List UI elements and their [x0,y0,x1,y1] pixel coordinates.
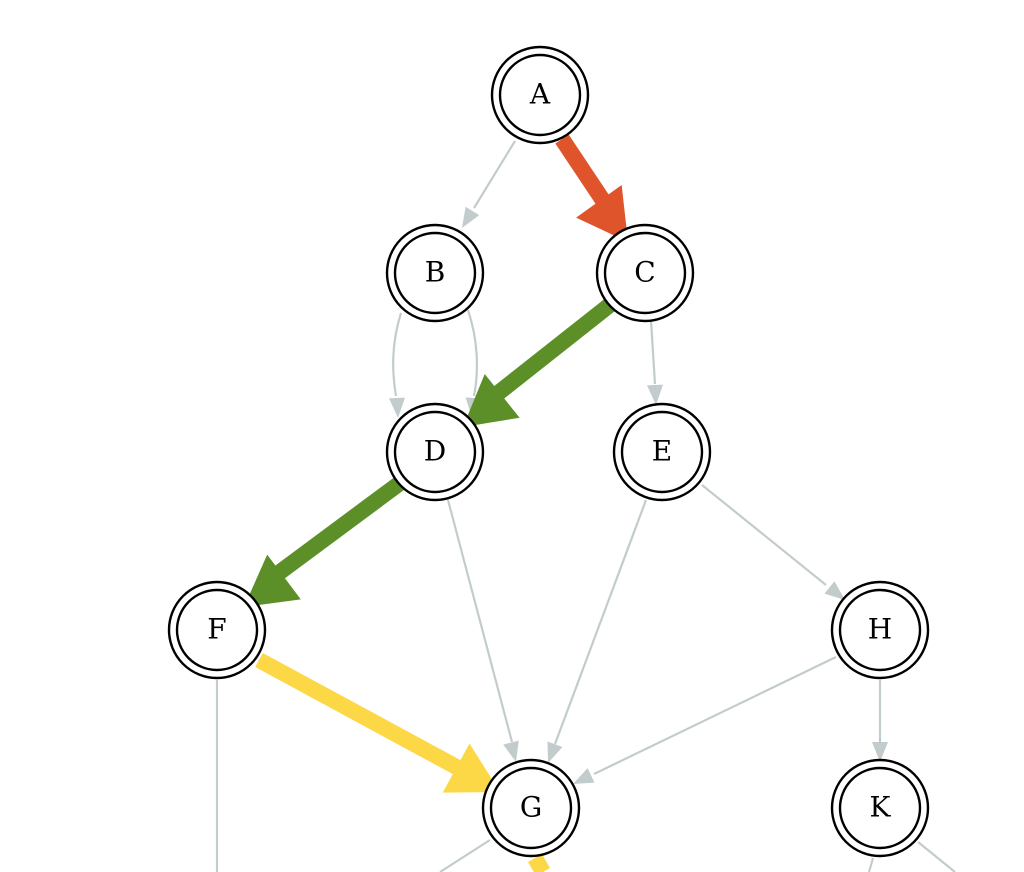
node-inner-ring [175,588,259,672]
node-label: C [634,256,655,289]
edge-a-c [555,134,628,242]
edge-f-g [255,652,500,793]
edge-arrowhead [442,743,500,793]
edge-line [473,140,516,209]
edge-line [492,297,616,401]
node-inner-ring [603,231,687,315]
edge-arrowhead [573,768,595,784]
node-outer-ring [830,758,930,858]
node-label: B [425,256,446,289]
node-inner-ring [393,410,477,494]
edge-d-g [446,499,519,762]
node-outer-ring [595,223,695,323]
edge-e-g [547,499,648,763]
node-outer-ring [481,758,581,858]
edge-line [528,854,550,872]
edge-line [701,484,827,586]
node-label: E [652,435,672,468]
node-label: F [207,613,226,646]
node-layer: A B C D E F G H K [167,45,930,858]
edge-arrowhead [647,384,663,405]
edge-arrowhead [463,373,520,427]
node-k: K [830,758,930,858]
node-label: A [529,78,551,111]
node-inner-ring [838,766,922,850]
node-outer-ring [830,580,930,680]
edge-h-k [872,680,888,762]
node-inner-ring [393,231,477,315]
node-c: C [595,223,695,323]
edge-g-offscreen [439,839,491,872]
edge-arrowhead [462,206,480,228]
edge-k-offscreen [917,841,956,872]
node-inner-ring [620,410,704,494]
node-label: H [868,613,892,646]
edge-arrowhead [576,185,628,242]
edge-arrowhead [244,554,301,607]
node-outer-ring [167,580,267,680]
edge-line [392,312,403,397]
node-label: K [870,791,892,824]
edge-b-d [389,312,405,418]
node-h: H [830,580,930,680]
edge-arrowhead [824,581,845,600]
node-inner-ring [489,766,573,850]
node-inner-ring [498,53,582,137]
node-d: D [385,402,485,502]
node-a: A [490,45,590,145]
edge-arrowhead [389,397,405,418]
edge-arrowhead [872,742,888,762]
node-outer-ring [612,402,712,502]
edge-line [255,652,466,778]
edge-layer [215,134,956,872]
edge-line [555,134,615,213]
edge-arrowhead [503,740,519,762]
node-outer-ring [385,402,485,502]
edge-line [867,857,875,872]
edge-arrowhead [547,741,563,763]
edge-line [446,499,514,743]
edge-d-f [244,476,405,607]
node-label: G [520,791,542,824]
node-outer-ring [385,223,485,323]
edge-line [917,841,956,872]
edge-c-d [463,297,616,427]
edge-line [553,499,648,745]
node-outer-ring [490,45,590,145]
edge-line [439,839,491,872]
edge-k-offscreen [867,857,875,872]
edge-e-h [701,484,845,600]
node-label: D [424,435,446,468]
edge-line [649,320,657,385]
node-e: E [612,402,712,502]
node-b: B [385,223,485,323]
node-f: F [167,580,267,680]
edge-line [271,476,405,582]
edge-a-b [462,140,516,228]
edge-line [593,656,837,775]
edge-c-e [647,320,663,405]
edge-h-g [573,656,837,784]
edge-g-offscreen [528,854,550,872]
node-inner-ring [838,588,922,672]
edge-line [466,309,479,397]
node-g: G [481,758,581,858]
